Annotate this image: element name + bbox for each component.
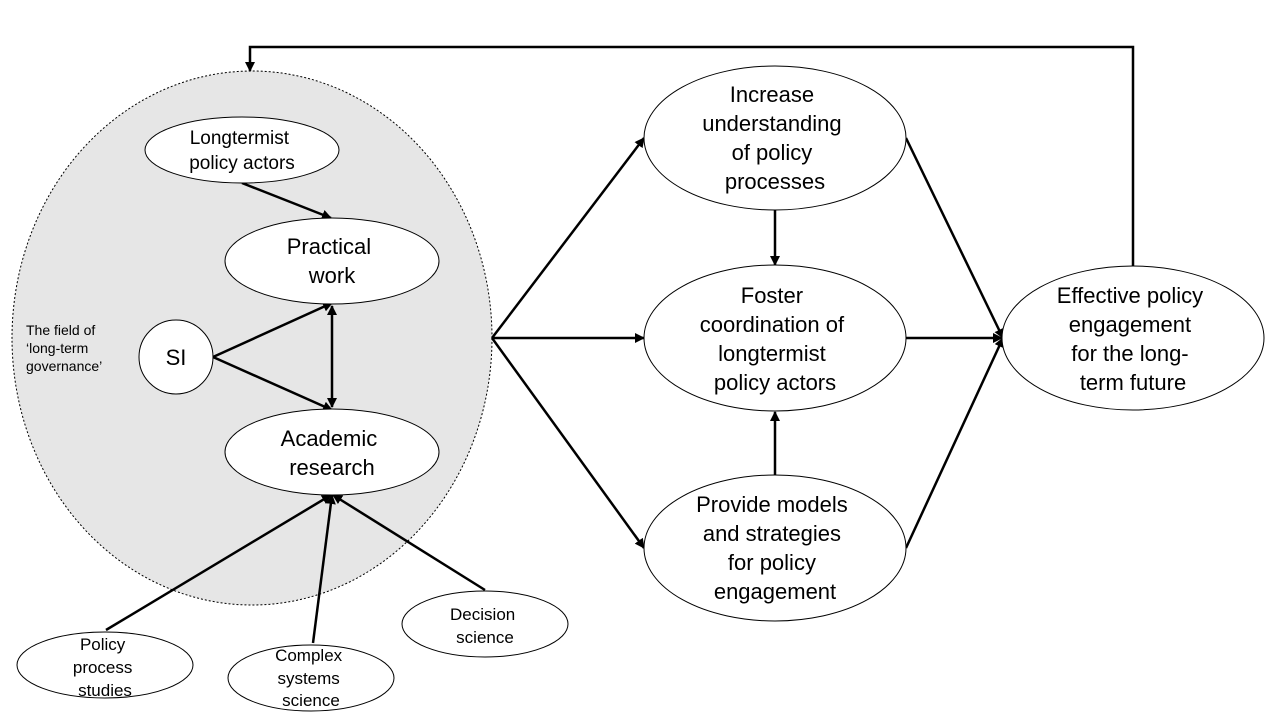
svg-text:Decision science: Decision science (450, 605, 520, 647)
node-effective-engagement: Effective policy engagement for the long… (1001, 265, 1265, 411)
edge-si-to-practical (212, 301, 333, 359)
field-label: The field of ‘long-term governance’ (26, 322, 102, 374)
node-provide-models: Provide models and strategies for policy… (643, 474, 907, 622)
edge-field-to-understanding (491, 137, 645, 339)
svg-text:Practical work: Practical work (287, 234, 377, 288)
svg-text:Provide models and strat: Provide models and strategies for policy… (696, 492, 854, 604)
edge-longtermist-to-practical (241, 181, 332, 220)
edge-decision-science-to-academic (332, 493, 486, 592)
edge-policy-process-to-academic (105, 493, 332, 632)
node-policy-process-studies: Policy process studies (16, 631, 194, 700)
svg-text:Increase understanding: Increase understanding of policy process… (702, 82, 848, 194)
svg-text:SI: SI (166, 345, 187, 370)
svg-text:Longtermist policy actor: Longtermist policy actors (189, 128, 295, 174)
edge-complex-systems-to-academic (311, 494, 336, 644)
edge-feedback-loop (245, 45, 1135, 266)
node-increase-understanding: Increase understanding of policy process… (643, 65, 907, 211)
node-longtermist-actors: Longtermist policy actors (144, 116, 340, 184)
svg-text:Policy process stu: Policy process studies (73, 635, 137, 700)
edge-understanding-to-goal (904, 137, 1005, 339)
node-decision-science: Decision science (401, 590, 569, 658)
edge-si-to-academic (212, 355, 333, 412)
node-foster-coordination: Foster coordination of longtermist polic… (643, 264, 907, 412)
edge-field-to-models (490, 337, 646, 549)
node-practical-work: Practical work (224, 217, 440, 305)
edge-models-to-goal (904, 337, 1005, 549)
edges (105, 45, 1135, 644)
node-complex-systems-science: Complex systems science (227, 644, 395, 712)
node-academic-research: Academic research (224, 408, 440, 496)
svg-text:Complex systems sc: Complex systems science (275, 646, 347, 710)
svg-text:Academic research: Academic research (281, 426, 384, 480)
node-si: SI (138, 319, 214, 395)
svg-text:Effective policy engagem: Effective policy engagement for the long… (1057, 283, 1209, 395)
svg-text:Foster coordination of: Foster coordination of longtermist polic… (700, 283, 850, 395)
